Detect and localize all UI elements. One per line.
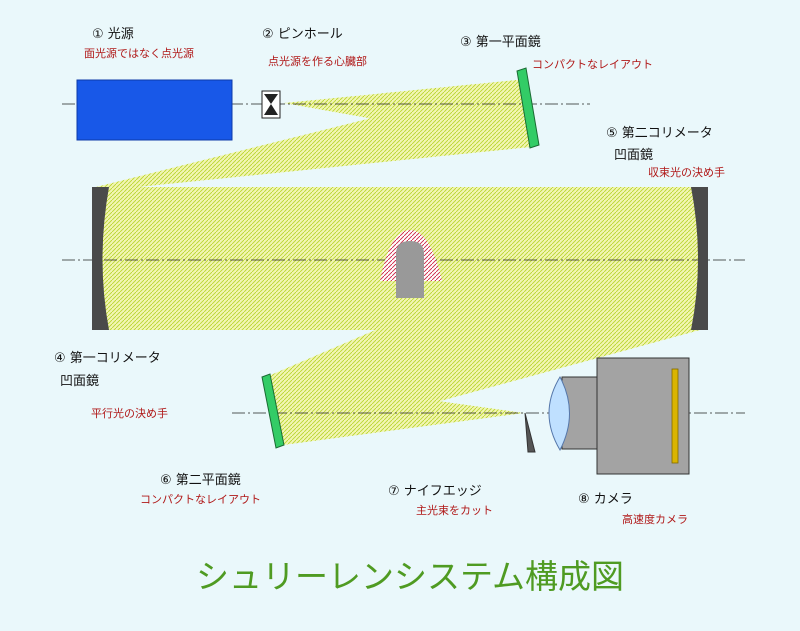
label-knife-edge: ⑦ ナイフエッジ — [388, 484, 482, 499]
labels: ① 光源 面光源ではなく点光源 ② ピンホール 点光源を作る心臓部 ③ 第一平面… — [54, 27, 725, 526]
note-second-collimator: 収束光の決め手 — [648, 165, 725, 179]
camera-sensor — [671, 368, 679, 464]
note-pinhole: 点光源を作る心臓部 — [268, 54, 367, 68]
concave-mirror-1-shape — [92, 187, 109, 330]
beam-collimator-2-to-flat-mirror-2 — [266, 187, 708, 446]
light-source-shape — [76, 79, 233, 141]
label-pinhole: ② ピンホール — [262, 27, 343, 42]
hourglass-icon — [261, 90, 281, 119]
label-first-flat-mirror: ③ 第一平面鏡 — [460, 35, 541, 50]
beam-flat-mirror-1-to-collimator-1 — [96, 79, 531, 190]
label-first-collimator-type: 凹面鏡 — [60, 374, 99, 389]
label-light-source: ① 光源 — [92, 27, 134, 42]
label-second-collimator: ⑤ 第二コリメータ — [606, 126, 713, 141]
note-knife-edge: 主光束をカット — [416, 503, 493, 517]
camera-lens — [548, 375, 570, 452]
note-first-collimator: 平行光の決め手 — [91, 406, 168, 420]
label-second-flat-mirror: ⑥ 第二平面鏡 — [160, 473, 241, 488]
note-light-source: 面光源ではなく点光源 — [84, 46, 194, 60]
flat-mirror-2-shape — [261, 373, 285, 449]
note-camera: 高速度カメラ — [622, 512, 688, 526]
label-second-collimator-type: 凹面鏡 — [614, 148, 653, 163]
concave-mirror-2-shape — [691, 187, 708, 330]
flat-mirror-1-shape — [516, 67, 540, 149]
subject-body — [396, 241, 424, 298]
page-title: シュリーレンシステム構成図 — [196, 557, 624, 596]
test-subject — [380, 230, 442, 298]
label-camera: ⑧ カメラ — [578, 492, 633, 507]
beam-flat-mirror-2-to-knife-edge — [266, 377, 524, 446]
camera-icon — [548, 357, 690, 475]
note-second-flat-mirror: コンパクトなレイアウト — [140, 493, 261, 506]
blade-icon — [524, 412, 536, 453]
note-first-flat-mirror: コンパクトなレイアウト — [532, 58, 653, 71]
label-first-collimator: ④ 第一コリメータ — [54, 351, 161, 366]
